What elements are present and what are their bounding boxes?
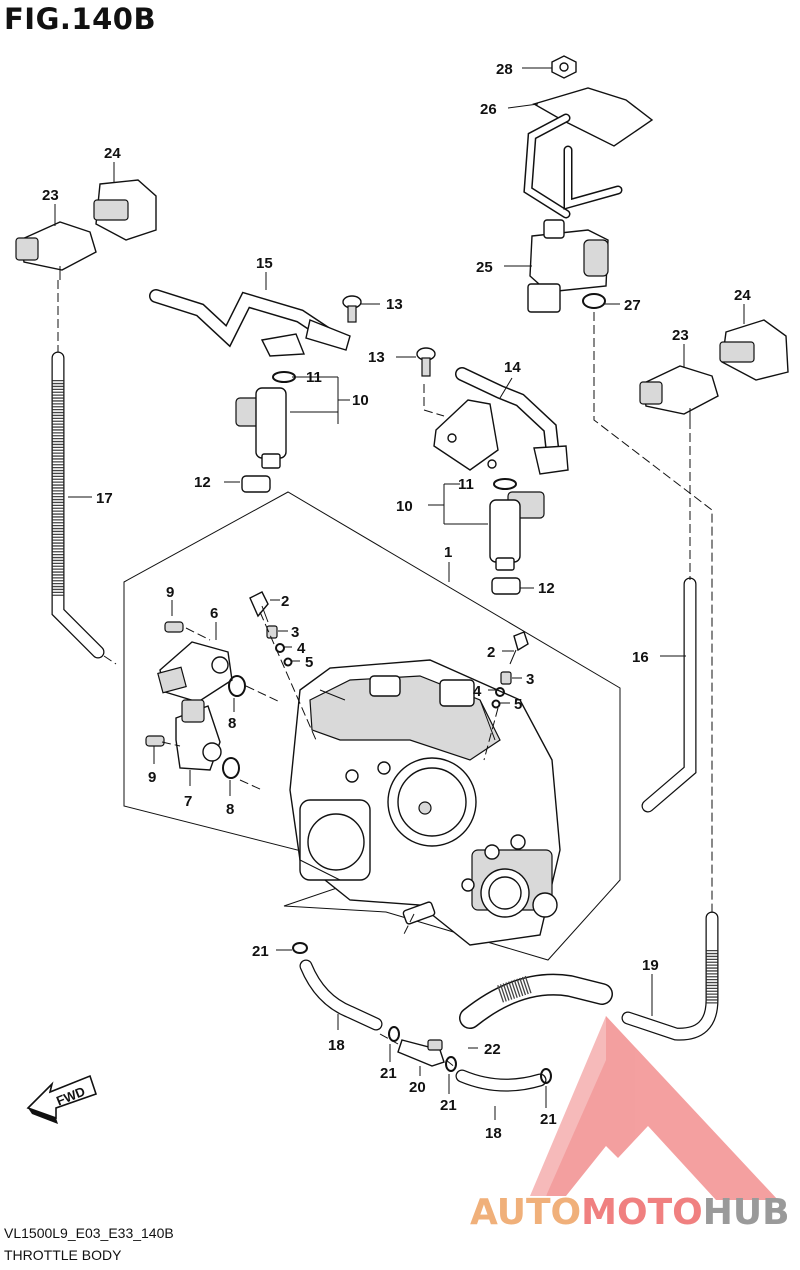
callout-5-left: 5 [305, 654, 313, 671]
callout-26: 26 [480, 101, 497, 118]
sensor-6[interactable] [157, 641, 233, 703]
callout-10-left: 10 [352, 392, 369, 409]
callout-20: 20 [409, 1079, 426, 1096]
callout-19: 19 [642, 957, 659, 974]
callout-10-right: 10 [396, 498, 413, 515]
cover-24-right[interactable] [719, 319, 789, 381]
oring-8-lower[interactable] [222, 757, 240, 779]
spring-3-right[interactable] [500, 671, 512, 685]
oring-11-right[interactable] [493, 478, 517, 490]
callout-11-right: 11 [458, 476, 474, 493]
cover-24-left[interactable] [93, 179, 157, 241]
nut-28[interactable] [551, 55, 577, 79]
callout-1: 1 [444, 544, 452, 561]
screw-13-upper[interactable] [342, 295, 362, 323]
callout-14: 14 [504, 359, 521, 376]
map-sensor-23-right[interactable] [639, 365, 719, 420]
callout-21-d: 21 [540, 1111, 557, 1128]
callout-7: 7 [184, 793, 192, 810]
hose-19[interactable] [621, 911, 719, 1041]
oring-8-upper[interactable] [228, 675, 246, 697]
callout-4-left: 4 [297, 640, 306, 657]
callout-25: 25 [476, 259, 493, 276]
leader-lines [54, 67, 745, 1120]
connection-lines [57, 280, 713, 1069]
fuel-pipe-14[interactable] [433, 367, 569, 475]
callout-8-lower: 8 [226, 801, 234, 818]
screw-2-left[interactable] [249, 591, 269, 623]
screw-2-right[interactable] [509, 631, 529, 665]
callout-13-lower: 13 [368, 349, 385, 366]
callout-22: 22 [484, 1041, 501, 1058]
figure-footer: VL1500L9_E03_E33_140B THROTTLE BODY [4, 1222, 174, 1266]
callout-23-left: 23 [42, 187, 59, 204]
callout-12-left: 12 [194, 474, 211, 491]
callout-5-right: 5 [514, 696, 522, 713]
clamp-21-a[interactable] [292, 942, 308, 954]
figure-caption: THROTTLE BODY [4, 1247, 122, 1263]
solenoid-valve-25[interactable] [527, 219, 609, 313]
callout-18-right: 18 [485, 1125, 502, 1142]
callout-18-left: 18 [328, 1037, 345, 1054]
joint-20[interactable] [397, 1039, 445, 1067]
oring-5-left[interactable] [283, 657, 293, 667]
callout-9-upper: 9 [166, 584, 174, 601]
callout-24-left: 24 [104, 145, 121, 162]
injector-10-left[interactable] [235, 387, 287, 469]
hose-16[interactable] [641, 577, 697, 813]
callout-3-right: 3 [526, 671, 534, 688]
callout-11-left: 11 [306, 369, 322, 386]
clamp-21-b[interactable] [388, 1026, 400, 1042]
callout-2-left: 2 [281, 593, 289, 610]
callout-4-right: 4 [473, 683, 482, 700]
screw-13-lower[interactable] [416, 347, 436, 377]
injector-10-right[interactable] [489, 491, 545, 571]
callout-labels: 1 2 3 4 5 2 3 4 5 6 7 8 8 9 9 10 10 11 1… [42, 61, 751, 1142]
callout-8-upper: 8 [228, 715, 236, 732]
figure-title: FIG.140B [4, 2, 157, 36]
clip-27[interactable] [582, 293, 606, 309]
model-code: VL1500L9_E03_E33_140B [4, 1225, 174, 1241]
callout-21-a: 21 [252, 943, 269, 960]
screw-9-lower[interactable] [145, 735, 165, 747]
callout-12-right: 12 [538, 580, 555, 597]
callout-2-right: 2 [487, 644, 495, 661]
bracket-26[interactable] [523, 87, 654, 219]
callout-15: 15 [256, 255, 273, 272]
oring-11-left[interactable] [272, 371, 296, 383]
fwd-label: FWD [54, 1084, 87, 1109]
spring-3-left[interactable] [266, 625, 278, 639]
callout-27: 27 [624, 297, 641, 314]
cushion-12-left[interactable] [241, 475, 271, 493]
callout-9-lower: 9 [148, 769, 156, 786]
callout-17: 17 [96, 490, 113, 507]
hose-18-right[interactable] [455, 1069, 547, 1092]
callout-6: 6 [210, 605, 218, 622]
throttle-body[interactable] [289, 659, 561, 946]
oring-5-right[interactable] [491, 699, 501, 709]
cushion-12-right[interactable] [491, 577, 521, 595]
clamp-21-c[interactable] [445, 1056, 457, 1072]
callout-28: 28 [496, 61, 513, 78]
sensor-7[interactable] [175, 699, 222, 771]
hose-17[interactable] [51, 351, 105, 659]
map-sensor-23-left[interactable] [15, 221, 97, 280]
fuel-pipe-15[interactable] [149, 289, 351, 357]
callout-24-right: 24 [734, 287, 751, 304]
hose-18-left[interactable] [299, 959, 383, 1031]
screw-9-upper[interactable] [164, 621, 184, 633]
callout-3-left: 3 [291, 624, 299, 641]
callout-13-upper: 13 [386, 296, 403, 313]
washer-4-right[interactable] [495, 687, 505, 697]
callout-21-c: 21 [440, 1097, 457, 1114]
callout-16: 16 [632, 649, 649, 666]
callout-21-b: 21 [380, 1065, 397, 1082]
hose-22[interactable] [459, 973, 613, 1029]
fwd-arrow: FWD [26, 1074, 98, 1124]
callout-23-right: 23 [672, 327, 689, 344]
